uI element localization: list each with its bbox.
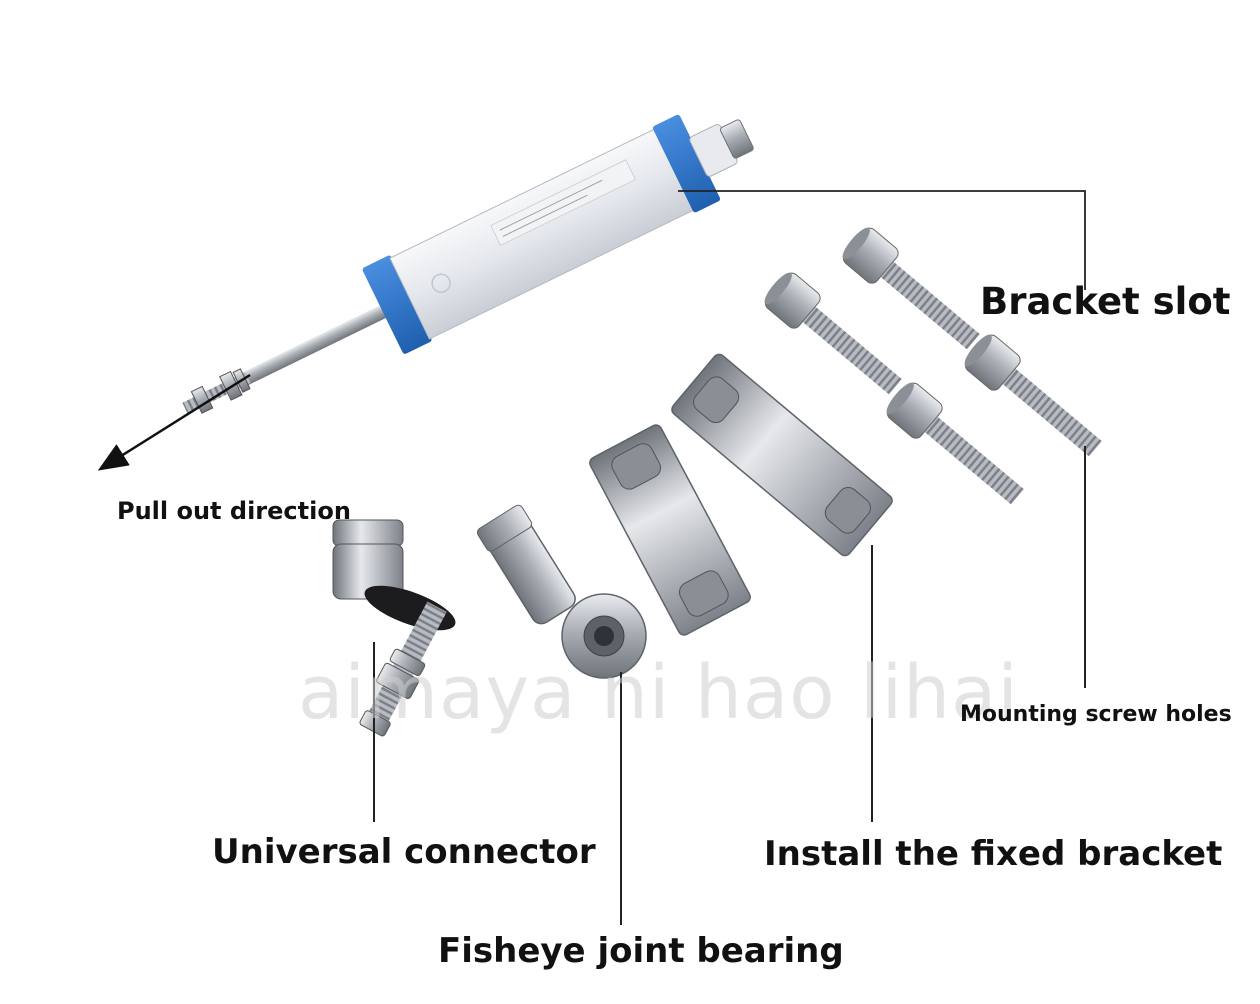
sensor-body [389,128,696,340]
rod-nut-3 [190,385,214,414]
bracket-right [671,353,893,557]
sensor-rod [240,298,400,386]
sensor-logo-icon [431,273,451,293]
label-bracket-slot: Bracket slot [980,280,1231,323]
screw-3 [964,334,1102,457]
watermark: aimaya ni hao lihai [298,650,1019,736]
leader-bracket-slot [678,190,1086,290]
fisheye-bearing [476,504,647,679]
end-cap-right [652,114,721,213]
screw-1 [842,227,980,350]
connector-tip [720,119,754,159]
screw-2 [764,272,902,395]
screw-4 [886,382,1024,505]
end-cap-left [362,255,432,354]
label-mounting-screw-holes: Mounting screw holes [960,702,1232,727]
bracket-left [589,424,751,636]
pull-out-arrow [97,373,251,471]
universal-connector [332,519,456,737]
label-pull-out-direction: Pull out direction [117,497,351,525]
label-install-fixed-bracket: Install the fixed bracket [764,834,1223,874]
label-fisheye-joint-bearing: Fisheye joint bearing [438,931,844,971]
linear-sensor [182,114,754,414]
label-universal-connector: Universal connector [212,832,596,872]
